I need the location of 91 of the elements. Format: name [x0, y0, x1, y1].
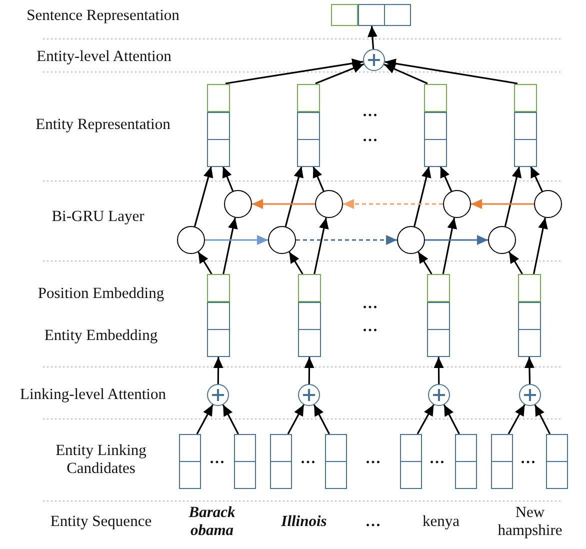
- embedding-vector: [298, 274, 321, 357]
- layer-label: Bi-GRU Layer: [50, 208, 146, 226]
- arrow: [213, 357, 224, 384]
- attention-circle: [363, 49, 385, 71]
- ellipsis: …: [364, 450, 382, 468]
- arrow: [416, 404, 434, 434]
- arrow: [315, 63, 364, 84]
- layer-label: Entity Embedding: [43, 327, 159, 345]
- candidate-vector: [546, 434, 568, 489]
- gru-circle: [315, 190, 343, 218]
- layer-label: Entity-level Attention: [36, 48, 172, 66]
- arrow: [222, 166, 234, 192]
- entity-vector: [514, 84, 536, 166]
- candidate-vector: [325, 434, 347, 489]
- candidate-vector: [234, 434, 256, 489]
- layer-label: Position Embedding: [36, 285, 166, 303]
- candidate-vector: [270, 434, 292, 489]
- attention-circle: [298, 384, 320, 406]
- arrow: [205, 235, 268, 245]
- ellipsis: …: [361, 128, 379, 146]
- arrow: [198, 252, 212, 274]
- ellipsis: …: [519, 450, 537, 468]
- arrow: [443, 404, 460, 434]
- entity-vector: [206, 84, 230, 166]
- gru-circle: [177, 226, 205, 254]
- arrow: [442, 218, 458, 274]
- entity-word: kenya: [421, 513, 460, 531]
- ellipsis: …: [361, 103, 379, 121]
- layer-label: Linking-level Attention: [19, 386, 167, 404]
- arrow: [252, 199, 315, 209]
- candidate-vector: [400, 434, 422, 489]
- attention-circle: [428, 384, 450, 406]
- embedding-vector: [518, 274, 540, 357]
- layer-label: Sentence Representation: [26, 7, 180, 25]
- arrow: [530, 166, 543, 192]
- ellipsis: …: [428, 450, 446, 468]
- arrow: [418, 252, 432, 274]
- arrow: [440, 166, 452, 192]
- arrow: [532, 218, 548, 274]
- arrow: [504, 166, 522, 227]
- arrow: [508, 252, 523, 274]
- arrow: [313, 404, 330, 434]
- arrow: [434, 357, 444, 384]
- entity-word: Barack obama: [188, 504, 236, 540]
- candidate-vector: [455, 434, 477, 489]
- gru-circle: [268, 226, 296, 254]
- embedding-vector: [427, 274, 450, 357]
- arrow: [508, 404, 526, 434]
- layer-label: Entity Representation: [34, 116, 172, 134]
- gru-circle: [534, 190, 562, 218]
- arrow: [225, 58, 364, 84]
- ellipsis: …: [361, 318, 379, 336]
- arrow: [288, 252, 304, 274]
- arrow: [194, 166, 214, 227]
- gru-circle: [397, 226, 425, 254]
- arrow: [284, 166, 304, 227]
- arrow: [414, 166, 432, 227]
- candidate-vector: [179, 434, 201, 489]
- arrow: [296, 235, 397, 245]
- entity-vector: [296, 84, 320, 166]
- sentence-vector: [330, 4, 412, 26]
- gru-circle: [224, 190, 252, 218]
- embedding-vector: [207, 274, 230, 357]
- arrow: [304, 357, 314, 384]
- arrow: [524, 356, 534, 384]
- entity-vector: [424, 84, 446, 166]
- arrow: [471, 199, 534, 209]
- arrow: [425, 235, 488, 245]
- arrow: [222, 404, 239, 434]
- ellipsis: …: [361, 295, 379, 313]
- arrow: [196, 404, 214, 434]
- arrow: [314, 218, 329, 274]
- entity-word: Illinois: [280, 513, 328, 531]
- attention-circle: [519, 384, 541, 406]
- attention-circle: [207, 384, 229, 406]
- candidate-vector: [490, 434, 512, 489]
- arrow: [384, 64, 428, 84]
- gru-circle: [488, 226, 516, 254]
- ellipsis: …: [299, 450, 317, 468]
- arrow: [367, 26, 378, 50]
- arrow: [287, 404, 304, 434]
- arrow: [534, 404, 551, 434]
- ellipsis: …: [364, 513, 382, 531]
- ellipsis: …: [208, 450, 226, 468]
- arrow: [222, 218, 238, 274]
- arrow: [343, 199, 443, 209]
- entity-word: New hampshire: [496, 504, 564, 540]
- gru-circle: [443, 190, 471, 218]
- arrow: [312, 166, 324, 192]
- layer-label: Entity Linking Candidates: [54, 442, 148, 478]
- arrow: [384, 58, 518, 84]
